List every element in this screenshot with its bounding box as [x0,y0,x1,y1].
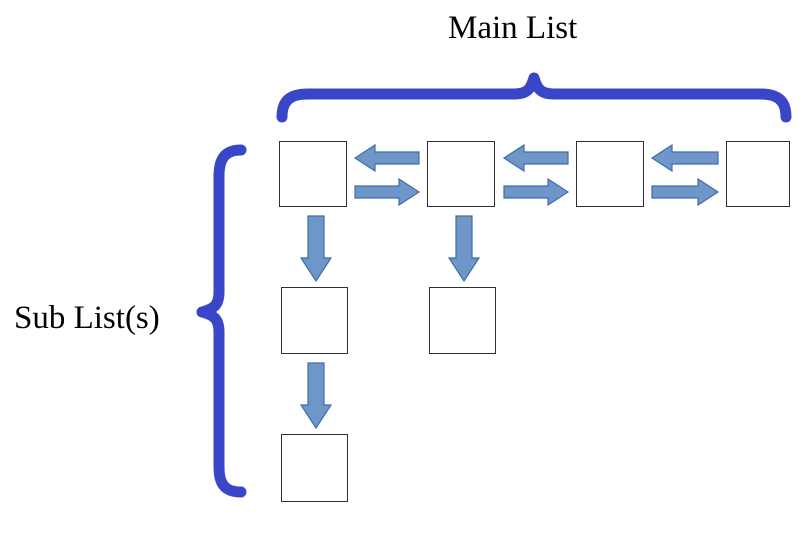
sub-node-1-1[interactable] [281,287,348,354]
arrow-right-2-to-3[interactable] [503,177,570,207]
main-node-2[interactable] [427,141,495,207]
sub-node-1-2[interactable] [281,434,348,502]
arrow-down-main2-to-sub21[interactable] [447,215,481,283]
main-node-3[interactable] [576,141,644,207]
arrow-left-4-to-3[interactable] [650,143,719,173]
arrow-down-sub11-to-sub12[interactable] [299,362,333,430]
arrow-left-3-to-2[interactable] [502,143,569,173]
arrow-left-2-to-1[interactable] [353,143,420,173]
main-list-label: Main List [448,10,578,46]
arrow-right-3-to-4[interactable] [651,177,720,207]
sub-node-2-1[interactable] [429,287,496,354]
arrow-right-1-to-2[interactable] [354,177,421,207]
brace-sub-list [196,144,247,498]
main-node-1[interactable] [279,141,347,207]
sub-list-label: Sub List(s) [14,300,160,336]
main-node-4[interactable] [726,141,790,207]
brace-main-list [276,72,792,123]
arrow-down-main1-to-sub11[interactable] [299,215,333,283]
